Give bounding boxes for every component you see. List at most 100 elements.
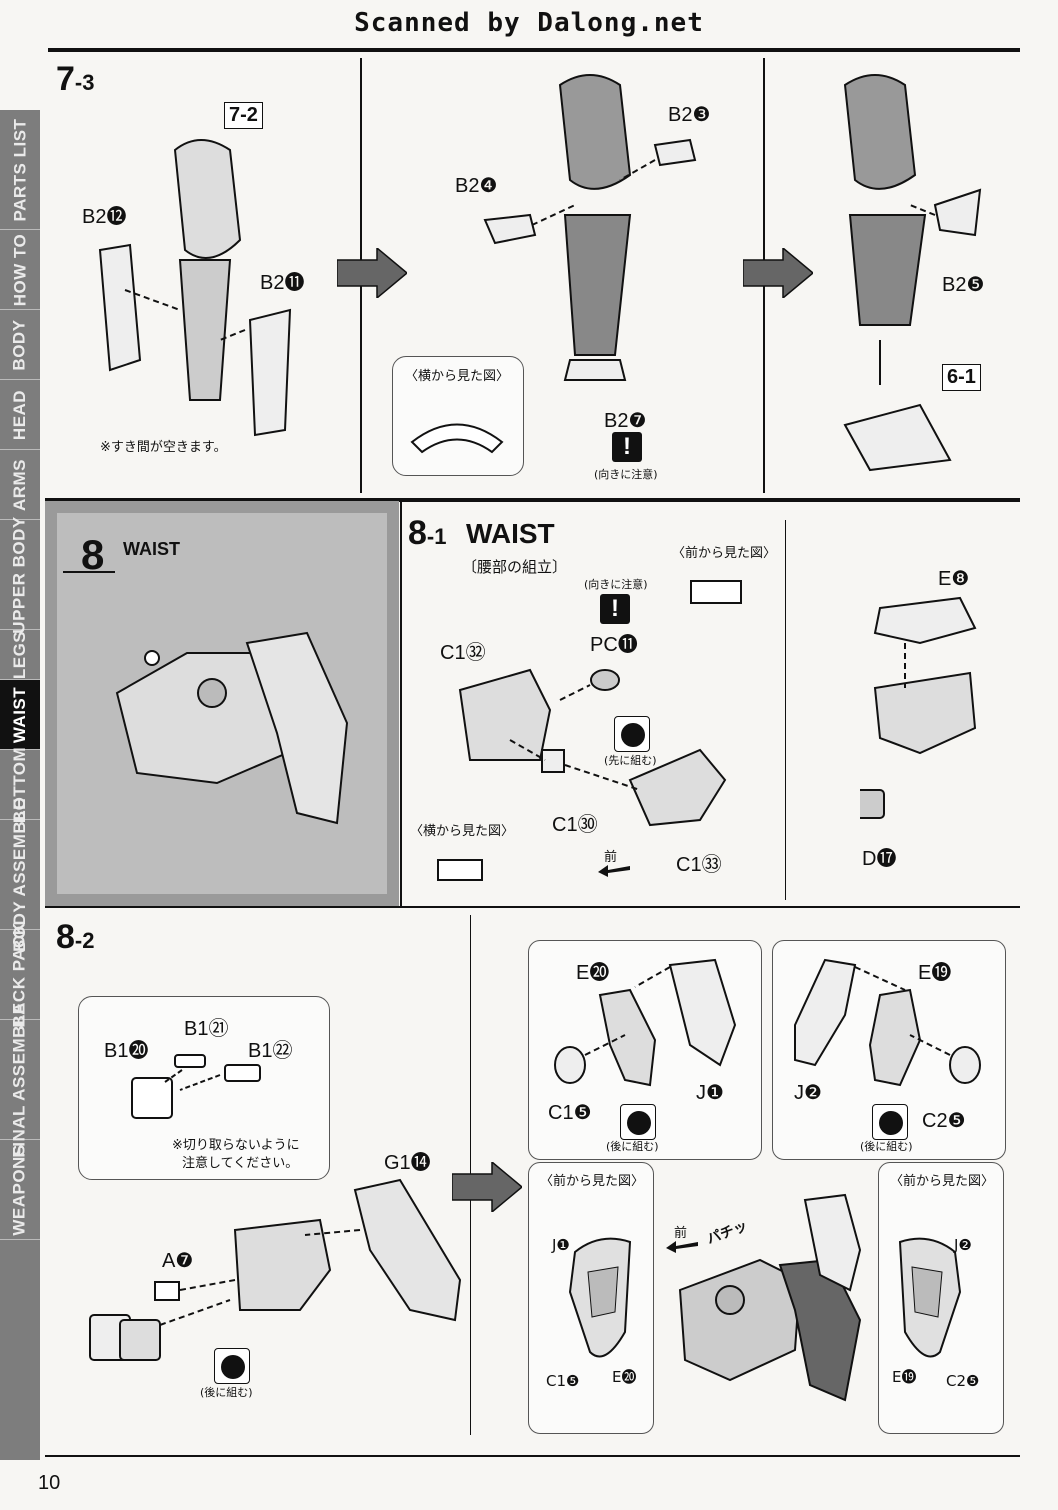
sidebar-tab-body-assemble[interactable]: BODY ASSEMBLE	[0, 798, 40, 951]
scan-credit: Scanned by Dalong.net	[354, 8, 704, 38]
header-rule	[48, 48, 1020, 52]
sidebar-tab-label: FINAL ASSEMBLE	[10, 1001, 30, 1158]
step-7-3-number: 7-3	[56, 60, 95, 98]
part-label: A❼	[162, 1250, 194, 1272]
front-arrow-icon	[666, 1241, 698, 1253]
part-label: C2❺	[922, 1110, 966, 1132]
assemble-first-note: (先に組む)	[604, 754, 657, 767]
side-view-part	[410, 423, 504, 454]
front-view-part	[690, 580, 742, 604]
part-label: J❷	[794, 1082, 822, 1104]
sidebar-tab-body[interactable]: BODY	[0, 310, 40, 380]
front-view-right-diagram	[898, 1237, 962, 1358]
b1-parts-diagram	[131, 1054, 261, 1119]
section-divider	[400, 501, 402, 906]
section-divider	[45, 498, 1020, 502]
side-view-label: 〈横から見た図〉	[405, 369, 510, 384]
step-8-number: 8	[81, 531, 105, 578]
step-arrow	[743, 248, 813, 298]
waist-final-diagram	[678, 1193, 862, 1402]
part-label: D⓱	[862, 848, 897, 870]
detail-label: J❷	[954, 1236, 972, 1254]
detail-bubble	[78, 996, 330, 1180]
side-view-label: 〈横から見た図〉	[410, 824, 515, 839]
front-view-label: 〈前から見た図〉	[672, 546, 777, 561]
step-8-1-diagram-right	[860, 596, 977, 819]
cut-warning-line1: ※切り取らないように	[172, 1138, 300, 1153]
part-label: E❽	[938, 568, 970, 590]
step-arrow	[452, 1162, 522, 1212]
sidebar-tab-label: BODY	[10, 318, 29, 371]
side-view-part	[437, 859, 483, 881]
sidebar-tab-label: WAIST	[10, 686, 29, 743]
warning-icon: !	[600, 594, 630, 624]
ref-box-6-1: 6-1	[942, 364, 981, 391]
step-8-1-diagram	[458, 668, 727, 827]
step-8-2-diagram-left	[89, 1178, 462, 1361]
detail-label: C2❺	[946, 1372, 980, 1390]
detail-label: E⓴	[612, 1368, 637, 1386]
sidebar-tab-label: HOW TO	[10, 233, 30, 306]
part-b2-7	[563, 359, 627, 381]
assemble-later-icon	[214, 1348, 250, 1384]
step-8-1-subtitle: 〔腰部の組立〕	[462, 558, 568, 576]
part-label: B2❸	[668, 104, 711, 126]
sidebar-tab-head[interactable]: HEAD	[0, 380, 40, 450]
part-label: C1❺	[548, 1102, 592, 1124]
sidebar-tab-back-pack[interactable]: BACK PACK	[0, 922, 40, 1027]
step-8-title: WAIST	[123, 539, 180, 559]
part-label: PC⓫	[590, 634, 638, 656]
part-label: B2❹	[455, 175, 498, 197]
part-label: E⓳	[918, 962, 952, 984]
sidebar-tab-label: PARTS LIST	[10, 118, 30, 221]
sidebar-tab-bottom[interactable]: BOTTOM	[0, 746, 40, 823]
part-label: B2⓫	[260, 272, 305, 294]
step-8-2-number: 8-2	[56, 918, 95, 956]
assemble-later-icon	[620, 1104, 656, 1140]
sidebar-tab-arms[interactable]: ARMS	[0, 450, 40, 520]
sidebar-tab-label: WEAPONS	[10, 1143, 29, 1236]
side-view-bubble: 〈横から見た図〉	[392, 356, 524, 476]
part-label: C1㉝	[676, 854, 722, 876]
part-label: B1㉑	[184, 1018, 229, 1040]
step-7-3-diagram-middle	[483, 74, 697, 356]
sidebar-tab-waist[interactable]: WAIST	[0, 680, 40, 750]
cut-warning-line2: 注意してください。	[182, 1156, 299, 1171]
warning-icon: !	[612, 432, 642, 462]
sidebar-tab-upper-body[interactable]: UPPER BODY	[0, 516, 40, 633]
front-arrow-icon	[598, 865, 630, 877]
detail-label: E⓳	[892, 1368, 917, 1386]
sidebar-tab-label: ARMS	[10, 458, 29, 511]
section-divider	[785, 520, 786, 900]
sidebar-tab-legs[interactable]: LEGS	[0, 630, 40, 680]
assemble-later-note: (後に組む)	[860, 1140, 913, 1153]
step-7-3-diagram-left	[98, 139, 292, 437]
assemble-later-note: (後に組む)	[200, 1386, 253, 1399]
part-label: B1⓴	[104, 1040, 149, 1062]
sidebar-tab-how-to[interactable]: HOW TO	[0, 230, 40, 310]
part-label: B2❼	[604, 410, 647, 432]
waist-assembled-illustration	[115, 631, 349, 825]
footer-rule	[45, 1455, 1020, 1457]
step-7-3-diagram-right	[843, 74, 982, 472]
part-label: C1㉜	[440, 642, 486, 664]
page-number: 10	[38, 1472, 61, 1494]
section-divider	[45, 906, 1020, 908]
sidebar-tab-label: HEAD	[10, 389, 30, 440]
ref-box-7-2: 7-2	[224, 102, 263, 129]
orientation-note: (向きに注意)	[584, 578, 648, 591]
part-label: G1⓮	[384, 1152, 431, 1174]
step-8-1-number: 8-1	[408, 514, 447, 552]
gap-note: ※すき間が空きます。	[100, 440, 227, 455]
sidebar-tab-parts-list[interactable]: PARTS LIST	[0, 110, 40, 230]
sidebar-tab-final-assemble[interactable]: FINAL ASSEMBLE	[0, 1002, 40, 1157]
front-arrow-label: 前	[674, 1226, 688, 1241]
part-label: B2⓬	[82, 206, 127, 228]
sidebar-tab-label: LEGS	[10, 630, 30, 679]
sidebar-tab-weapons[interactable]: WEAPONS	[0, 1140, 40, 1240]
assemble-later-note: (後に組む)	[606, 1140, 659, 1153]
detail-label: J❶	[552, 1236, 570, 1254]
part-label: J❶	[696, 1082, 724, 1104]
part-label: E⓴	[576, 962, 610, 984]
